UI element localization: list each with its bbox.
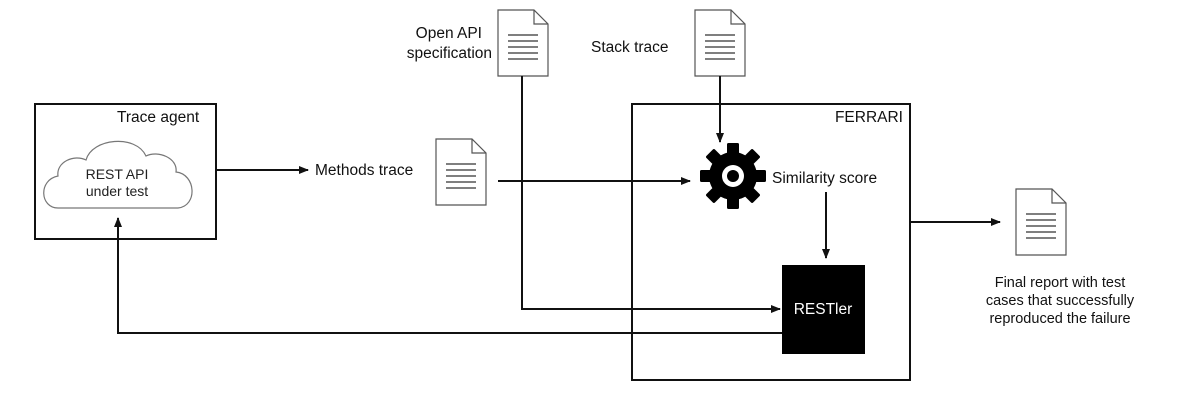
open-api-label-line2: specification [406, 45, 492, 62]
final-report-line2: cases that successfully [985, 293, 1135, 309]
similarity-score-label: Similarity score [772, 170, 878, 187]
arrow-openapi-to-restler [521, 76, 781, 313]
cloud-label-line2: under test [85, 183, 149, 199]
cloud-label-line1: REST API [85, 166, 149, 182]
gear-icon [700, 143, 766, 209]
ferrari-box [631, 103, 911, 381]
methods-trace-label: Methods trace [315, 162, 414, 179]
arrow-restler-to-agent [114, 217, 782, 334]
final-report-line3: reproduced the failure [989, 311, 1131, 327]
stack-trace-label: Stack trace [591, 39, 669, 56]
methods-trace-document-icon [435, 138, 487, 206]
open-api-document-icon [497, 9, 549, 77]
restler-label: RESTler [793, 301, 853, 318]
trace-agent-title: Trace agent [117, 109, 200, 126]
open-api-label-line1: Open API [415, 25, 482, 42]
stack-trace-document-icon [694, 9, 746, 77]
ferrari-title: FERRARI [834, 109, 903, 126]
final-report-line1: Final report with test [994, 275, 1126, 291]
cloud-icon [43, 140, 193, 209]
trace-agent-box [34, 103, 217, 240]
final-report-document-icon [1015, 188, 1067, 256]
restler-box [782, 265, 865, 354]
